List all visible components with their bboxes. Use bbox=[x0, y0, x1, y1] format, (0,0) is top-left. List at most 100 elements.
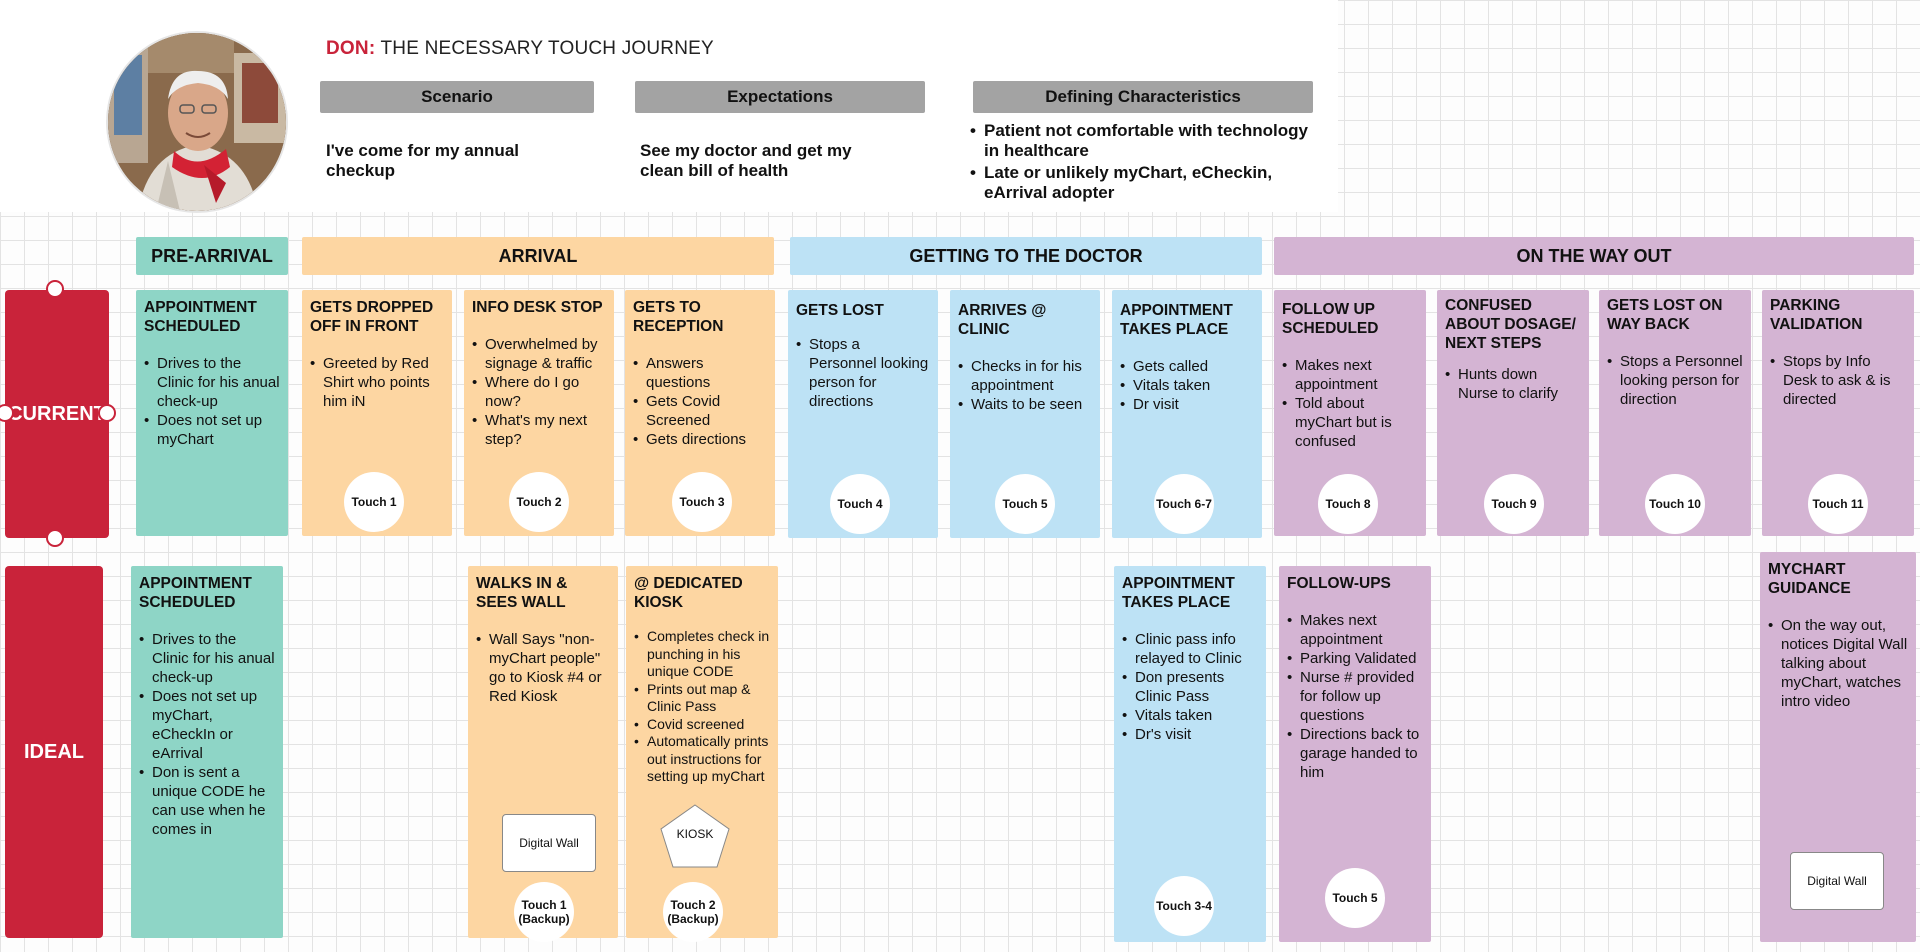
touch-point-badge: Touch 5 bbox=[995, 474, 1055, 534]
touch-point-badge: Touch 3 bbox=[672, 472, 732, 532]
expectations-text: See my doctor and get my clean bill of h… bbox=[640, 141, 852, 180]
page-title: DON: THE NECESSARY TOUCH JOURNEY bbox=[326, 38, 714, 60]
touch-point-badge: Touch 8 bbox=[1318, 474, 1378, 534]
step-bullet: Makes next appointment bbox=[1282, 356, 1418, 394]
current-step-gets-lost: GETS LOST Stops a Personnel looking pers… bbox=[788, 290, 938, 538]
defining-characteristics-list: Patient not comfortable with technology … bbox=[970, 121, 1320, 205]
stage-getting-to-doctor: GETTING TO THE DOCTOR bbox=[790, 237, 1262, 275]
stage-arrival: ARRIVAL bbox=[302, 237, 774, 275]
step-bullet: Gets directions bbox=[633, 430, 767, 449]
step-title: FOLLOW-UPS bbox=[1287, 575, 1391, 592]
step-bullet: Dr's visit bbox=[1122, 725, 1258, 744]
touch-point-badge: Touch 9 bbox=[1484, 474, 1544, 534]
current-step-arrives-clinic: ARRIVES @ CLINIC Checks in for his appoi… bbox=[950, 290, 1100, 538]
step-bullet: Stops a Personnel looking person for dir… bbox=[796, 335, 930, 411]
step-title: APPOINTMENT TAKES PLACE bbox=[1120, 302, 1233, 338]
row-label-current: CURRENT bbox=[5, 290, 109, 538]
step-bullet: Drives to the Clinic for his anual check… bbox=[139, 630, 275, 687]
current-step-appointment-scheduled: APPOINTMENT SCHEDULED Drives to the Clin… bbox=[136, 290, 288, 536]
step-bullet: Waits to be seen bbox=[958, 395, 1092, 414]
touch-point-badge: Touch 10 bbox=[1645, 474, 1705, 534]
step-bullet: Dr visit bbox=[1120, 395, 1254, 414]
current-step-confused-dosage: CONFUSED ABOUT DOSAGE/ NEXT STEPS Hunts … bbox=[1437, 290, 1589, 536]
current-step-parking-validation: PARKING VALIDATION Stops by Info Desk to… bbox=[1762, 290, 1914, 536]
step-title: GETS DROPPED OFF IN FRONT bbox=[310, 299, 434, 335]
step-bullet: Gets Covid Screened bbox=[633, 392, 767, 430]
step-bullet: Vitals taken bbox=[1120, 376, 1254, 395]
ideal-step-walks-in: WALKS IN & SEES WALL Wall Says "non-myCh… bbox=[468, 566, 618, 942]
persona-name: DON: bbox=[326, 38, 376, 59]
step-bullet: Covid screened bbox=[634, 716, 770, 734]
step-bullet: Stops by Info Desk to ask & is directed bbox=[1770, 352, 1906, 409]
current-step-follow-up: FOLLOW UP SCHEDULED Makes next appointme… bbox=[1274, 290, 1426, 536]
kiosk-label: KIOSK bbox=[676, 827, 714, 841]
step-bullet: Makes next appointment bbox=[1287, 611, 1423, 649]
step-title: MYCHART GUIDANCE bbox=[1768, 561, 1851, 597]
stage-on-the-way-out: ON THE WAY OUT bbox=[1274, 237, 1914, 275]
scenario-text: I've come for my annual checkup bbox=[326, 141, 519, 180]
journey-title: THE NECESSARY TOUCH JOURNEY bbox=[375, 38, 714, 59]
step-bullet: What's my next step? bbox=[472, 411, 606, 449]
step-bullet: Greeted by Red Shirt who points him iN bbox=[310, 354, 444, 411]
characteristic-item: Patient not comfortable with technology … bbox=[970, 121, 1320, 161]
step-title: GETS TO RECEPTION bbox=[633, 299, 724, 335]
current-step-appointment: APPOINTMENT TAKES PLACE Gets calledVital… bbox=[1112, 290, 1262, 538]
step-bullet: Hunts down Nurse to clarify bbox=[1445, 365, 1581, 403]
persona-photo bbox=[108, 33, 286, 211]
step-title: APPOINTMENT TAKES PLACE bbox=[1122, 575, 1235, 611]
step-bullet: Don presents Clinic Pass bbox=[1122, 668, 1258, 706]
step-title: WALKS IN & SEES WALL bbox=[476, 575, 568, 611]
ideal-step-kiosk: @ DEDICATED KIOSK Completes check in pun… bbox=[626, 566, 778, 942]
step-bullet: Nurse # provided for follow up questions bbox=[1287, 668, 1423, 725]
row-label-ideal: IDEAL bbox=[5, 566, 103, 938]
scenario-header: Scenario bbox=[320, 81, 594, 113]
step-title: FOLLOW UP SCHEDULED bbox=[1282, 301, 1379, 337]
step-title: PARKING VALIDATION bbox=[1770, 297, 1863, 333]
step-title: GETS LOST ON WAY BACK bbox=[1607, 297, 1723, 333]
current-step-reception: GETS TO RECEPTION Answers questionsGets … bbox=[625, 290, 775, 536]
step-bullet: Stops a Personnel looking person for dir… bbox=[1607, 352, 1743, 409]
step-bullet: Does not set up myChart bbox=[144, 411, 280, 449]
resize-handle[interactable] bbox=[46, 529, 64, 547]
step-bullet: Answers questions bbox=[633, 354, 767, 392]
touch-point-badge: Touch 4 bbox=[830, 474, 890, 534]
step-title: @ DEDICATED KIOSK bbox=[634, 575, 743, 611]
touch-point-badge: Touch 2 (Backup) bbox=[663, 882, 723, 942]
step-title: CONFUSED ABOUT DOSAGE/ NEXT STEPS bbox=[1445, 297, 1576, 352]
current-step-lost-way-back: GETS LOST ON WAY BACK Stops a Personnel … bbox=[1599, 290, 1751, 536]
digital-wall-icon: Digital Wall bbox=[502, 814, 596, 872]
touch-point-badge: Touch 1 (Backup) bbox=[514, 882, 574, 942]
step-bullet: Automatically prints out instructions fo… bbox=[634, 733, 770, 786]
step-title: GETS LOST bbox=[796, 302, 884, 319]
digital-wall-icon: Digital Wall bbox=[1790, 852, 1884, 910]
resize-handle[interactable] bbox=[98, 404, 116, 422]
step-bullet: On the way out, notices Digital Wall tal… bbox=[1768, 616, 1908, 711]
step-bullet: Does not set up myChart, eCheckIn or eAr… bbox=[139, 687, 275, 763]
step-title: INFO DESK STOP bbox=[472, 299, 603, 316]
step-title: APPOINTMENT SCHEDULED bbox=[139, 575, 252, 611]
resize-handle[interactable] bbox=[0, 404, 14, 422]
ideal-step-follow-ups: FOLLOW-UPS Makes next appointmentParking… bbox=[1279, 566, 1431, 942]
step-bullet: Checks in for his appointment bbox=[958, 357, 1092, 395]
touch-point-badge: Touch 11 bbox=[1808, 474, 1868, 534]
step-bullet: Where do I go now? bbox=[472, 373, 606, 411]
step-bullet: Clinic pass info relayed to Clinic bbox=[1122, 630, 1258, 668]
step-bullet: Don is sent a unique CODE he can use whe… bbox=[139, 763, 275, 839]
step-bullet: Told about myChart but is confused bbox=[1282, 394, 1418, 451]
step-bullet: Directions back to garage handed to him bbox=[1287, 725, 1423, 782]
step-bullet: Drives to the Clinic for his anual check… bbox=[144, 354, 280, 411]
current-step-dropped-off: GETS DROPPED OFF IN FRONT Greeted by Red… bbox=[302, 290, 452, 536]
ideal-step-appointment: APPOINTMENT TAKES PLACE Clinic pass info… bbox=[1114, 566, 1266, 942]
kiosk-icon: KIOSK bbox=[659, 803, 731, 869]
resize-handle[interactable] bbox=[46, 280, 64, 298]
ideal-step-mychart-guidance: MYCHART GUIDANCE On the way out, notices… bbox=[1760, 552, 1916, 942]
step-bullet: Completes check in punching in his uniqu… bbox=[634, 628, 770, 681]
step-bullet: Prints out map & Clinic Pass bbox=[634, 681, 770, 716]
characteristic-item: Late or unlikely myChart, eCheckin, eArr… bbox=[970, 163, 1320, 203]
touch-point-badge: Touch 1 bbox=[344, 472, 404, 532]
step-bullet: Overwhelmed by signage & traffic bbox=[472, 335, 606, 373]
current-step-info-desk: INFO DESK STOP Overwhelmed by signage & … bbox=[464, 290, 614, 536]
touch-point-badge: Touch 3-4 bbox=[1154, 876, 1214, 936]
step-bullet: Vitals taken bbox=[1122, 706, 1258, 725]
expectations-header: Expectations bbox=[635, 81, 925, 113]
